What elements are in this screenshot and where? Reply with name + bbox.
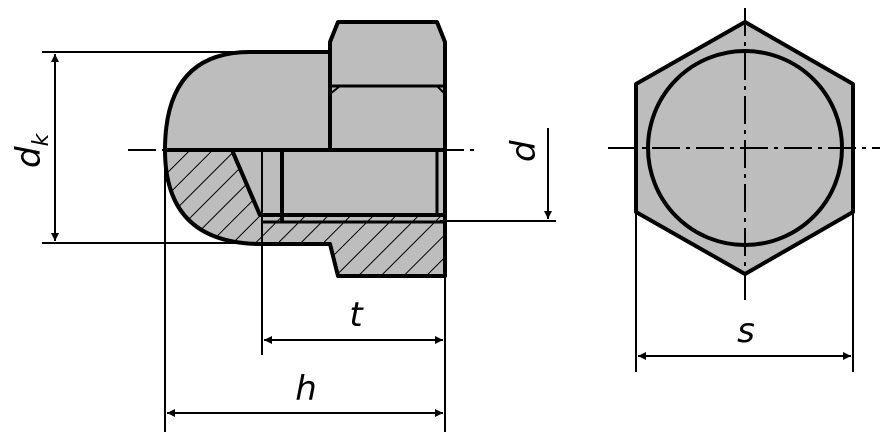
h-label: h bbox=[295, 369, 317, 409]
side-view bbox=[128, 20, 480, 278]
threaded-bore-shape bbox=[230, 148, 447, 217]
hex-chamfer-line bbox=[436, 85, 446, 95]
section-hatch-lines bbox=[163, 148, 447, 278]
hex-chamfer-line bbox=[329, 85, 341, 95]
dome-shape bbox=[163, 50, 332, 152]
d-label: d bbox=[504, 140, 544, 162]
dimensions-end bbox=[635, 212, 854, 372]
t-label: t bbox=[349, 295, 364, 335]
dk-label: dk bbox=[9, 132, 54, 168]
dimensions-side bbox=[42, 51, 556, 432]
end-view bbox=[608, 8, 880, 300]
s-label: s bbox=[737, 311, 755, 351]
